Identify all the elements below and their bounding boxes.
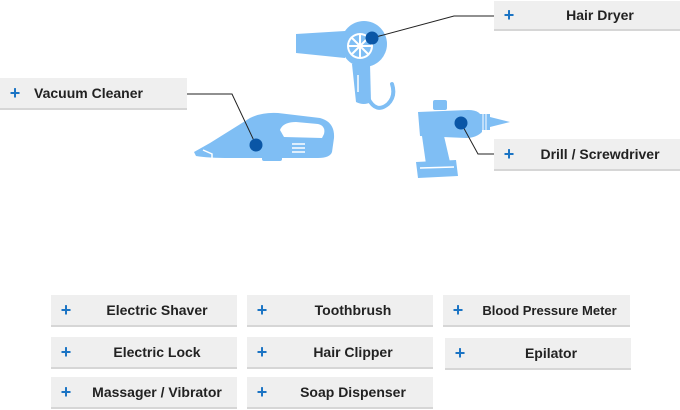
category-massager-vibrator-button[interactable]: + Massager / Vibrator <box>51 377 237 409</box>
category-label: Electric Shaver <box>106 302 208 318</box>
drill-screwdriver-label-text: Drill / Screwdriver <box>540 146 660 162</box>
plus-icon: + <box>256 382 268 402</box>
category-label: Electric Lock <box>113 344 201 360</box>
hair-dryer-label-text: Hair Dryer <box>566 7 634 23</box>
drill-leader-line <box>460 122 494 155</box>
vacuum-cleaner-label-text: Vacuum Cleaner <box>34 85 143 101</box>
category-blood-pressure-meter-button[interactable]: + Blood Pressure Meter <box>443 295 630 327</box>
plus-icon: + <box>60 342 72 362</box>
vacuum-cleaner-leader-line <box>187 93 257 146</box>
vacuum-cleaner-illustration <box>194 112 335 161</box>
plus-icon: + <box>60 300 72 320</box>
hair-dryer-label-button[interactable]: + Hair Dryer <box>494 1 680 31</box>
category-electric-shaver-button[interactable]: + Electric Shaver <box>51 295 237 327</box>
category-toothbrush-button[interactable]: + Toothbrush <box>247 295 433 327</box>
plus-icon: + <box>256 342 268 362</box>
plus-icon: + <box>256 300 268 320</box>
hair-dryer-illustration <box>296 21 396 110</box>
plus-icon: + <box>60 382 72 402</box>
plus-icon: + <box>454 343 466 363</box>
category-label: Soap Dispenser <box>300 384 406 400</box>
category-label: Toothbrush <box>314 302 392 318</box>
drill-hotspot[interactable] <box>454 116 468 130</box>
vacuum-cleaner-hotspot[interactable] <box>249 138 263 152</box>
category-hair-clipper-button[interactable]: + Hair Clipper <box>247 337 433 369</box>
hair-dryer-hotspot[interactable] <box>365 31 379 45</box>
vacuum-cleaner-label-button[interactable]: + Vacuum Cleaner <box>0 78 187 110</box>
drill-screwdriver-label-button[interactable]: + Drill / Screwdriver <box>494 139 680 171</box>
plus-icon: + <box>503 5 515 25</box>
plus-icon: + <box>452 300 464 320</box>
category-label: Massager / Vibrator <box>92 384 222 400</box>
plus-icon: + <box>503 144 515 164</box>
category-soap-dispenser-button[interactable]: + Soap Dispenser <box>247 377 433 409</box>
category-electric-lock-button[interactable]: + Electric Lock <box>51 337 237 369</box>
hair-dryer-leader-line <box>371 15 494 39</box>
category-label: Blood Pressure Meter <box>482 302 617 318</box>
category-label: Hair Clipper <box>313 344 393 360</box>
plus-icon: + <box>9 83 21 103</box>
category-epilator-button[interactable]: + Epilator <box>445 338 631 370</box>
category-label: Epilator <box>524 345 578 361</box>
drill-illustration <box>416 100 510 178</box>
